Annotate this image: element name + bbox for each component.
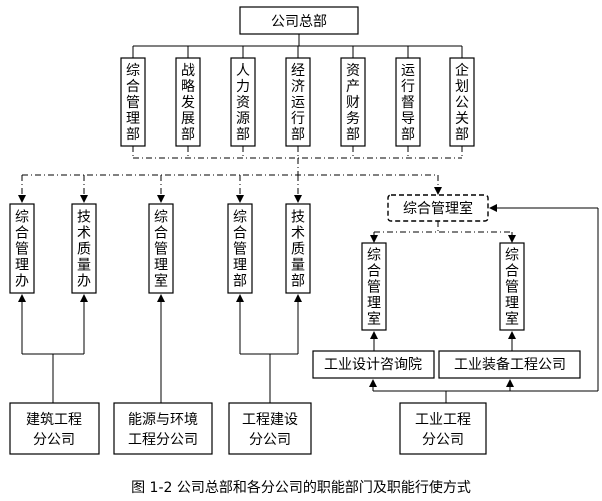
industry-company: 工业工程 分公司 bbox=[399, 402, 487, 455]
figure-caption: 图 1-2 公司总部和各分公司的职能部门及职能行使方式 bbox=[131, 479, 471, 496]
hq-dept-5: 运行督导部 bbox=[395, 57, 421, 147]
construction-connectors bbox=[18, 294, 88, 403]
industry-mgmt-office-label: 综合管理室 bbox=[403, 200, 473, 217]
energy-name-line-2: 工程分公司 bbox=[128, 432, 198, 448]
industry-equipment-dept: 综合管理室 bbox=[499, 242, 525, 331]
engineering-dept-0-label: 综合管理部 bbox=[233, 210, 247, 290]
hq-dept-2: 人力资源部 bbox=[230, 57, 256, 147]
engineering-name-line-2: 分公司 bbox=[249, 432, 291, 448]
hq-node: 公司总部 bbox=[239, 6, 359, 35]
hq-dept-6: 企划公关部 bbox=[449, 57, 475, 147]
energy-company: 能源与环境 工程分公司 bbox=[113, 402, 213, 455]
hq-dept-5-label: 运行督导部 bbox=[401, 63, 415, 143]
energy-dept-0: 综合管理室 bbox=[148, 203, 174, 294]
hq-dept-0-label: 综合管理部 bbox=[126, 63, 140, 143]
hq-dept-1-label: 战略发展部 bbox=[181, 63, 195, 143]
industry-sub-connectors bbox=[370, 331, 516, 351]
engineering-company: 工程建设 分公司 bbox=[228, 402, 312, 455]
industry-name-line-1: 工业工程 bbox=[415, 412, 471, 428]
construction-company: 建筑工程 分公司 bbox=[9, 402, 100, 455]
engineering-name-line-1: 工程建设 bbox=[242, 412, 298, 428]
construction-dept-0: 综合管理办 bbox=[9, 203, 35, 294]
industry-design-institute: 工业设计咨询院 bbox=[312, 350, 435, 379]
industry-dashed-links bbox=[370, 221, 516, 243]
industry-connectors bbox=[369, 204, 599, 403]
hq-dept-1: 战略发展部 bbox=[175, 57, 201, 147]
construction-name-line-2: 分公司 bbox=[33, 432, 75, 448]
hq-dept-3: 经济运行部 bbox=[285, 57, 311, 147]
industry-equipment-company-label: 工业装备工程公司 bbox=[454, 356, 566, 373]
hq-label: 公司总部 bbox=[271, 14, 327, 30]
industry-equipment-dept-label: 综合管理室 bbox=[505, 248, 519, 328]
hq-dept-2-label: 人力资源部 bbox=[236, 63, 250, 143]
industry-mgmt-office: 综合管理室 bbox=[387, 194, 489, 222]
construction-dept-0-label: 综合管理办 bbox=[15, 210, 29, 290]
industry-design-dept: 综合管理室 bbox=[361, 242, 387, 331]
construction-dept-1: 技术质量办 bbox=[71, 203, 97, 294]
hq-dept-6-label: 企划公关部 bbox=[455, 62, 469, 143]
industry-design-dept-label: 综合管理室 bbox=[367, 248, 381, 328]
industry-equipment-company: 工业装备工程公司 bbox=[438, 350, 581, 379]
hq-dept-3-label: 经济运行部 bbox=[291, 63, 305, 143]
construction-dept-1-label: 技术质量办 bbox=[77, 210, 91, 290]
hq-dept-4-label: 资产财务部 bbox=[346, 63, 360, 143]
hq-dept-4: 资产财务部 bbox=[340, 57, 366, 147]
construction-name-line-1: 建筑工程 bbox=[26, 412, 82, 428]
industry-name-line-2: 分公司 bbox=[422, 432, 464, 448]
engineering-connectors bbox=[236, 294, 302, 403]
hq-connectors bbox=[132, 34, 463, 58]
engineering-dept-0: 综合管理部 bbox=[227, 203, 253, 294]
energy-dept-0-label: 综合管理室 bbox=[154, 210, 168, 290]
engineering-dept-1: 技术质量部 bbox=[285, 203, 311, 294]
hq-dept-0: 综合管理部 bbox=[120, 57, 146, 147]
engineering-dept-1-label: 技术质量部 bbox=[291, 210, 305, 290]
energy-name-line-1: 能源与环境 bbox=[128, 412, 198, 428]
guidance-dashed-lines bbox=[18, 146, 463, 203]
industry-design-institute-label: 工业设计咨询院 bbox=[324, 357, 422, 373]
